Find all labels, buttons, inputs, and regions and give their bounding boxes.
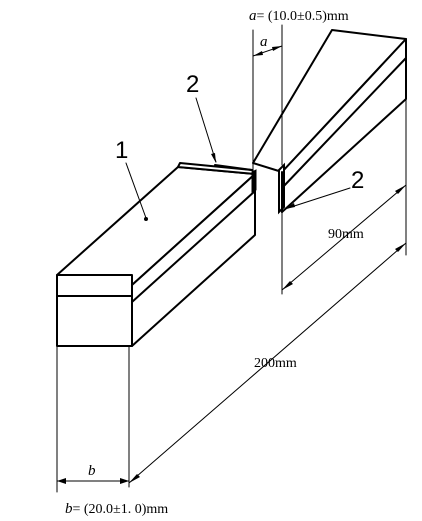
part-1-label: 1 <box>115 137 128 164</box>
a-symbol-label: a <box>260 34 268 50</box>
plate-strip-edge <box>214 164 253 171</box>
a-arrow-right <box>272 46 282 51</box>
part-2-right-arrow <box>285 203 295 209</box>
left-end-face <box>56 274 133 347</box>
notch-gap <box>177 162 285 235</box>
notch-slot-left <box>251 169 257 193</box>
callout-part-1: 1 <box>115 137 148 221</box>
d90-dimension-line <box>281 184 407 291</box>
right-side-layer-line <box>281 57 407 189</box>
d200-label: 200mm <box>254 356 297 371</box>
dimension-b: b b= (20.0±1. 0)mm <box>56 345 168 517</box>
part-2-right-label: 2 <box>351 167 364 194</box>
b-symbol-label: b <box>88 463 96 479</box>
part-2-top-arrow <box>211 153 216 163</box>
a-arrow-left <box>253 51 263 56</box>
left-side-layer-line <box>131 190 256 303</box>
d200-arrow-far <box>395 243 406 252</box>
part-2-right-leader <box>284 187 351 210</box>
a-formula-value: = (10.0±0.5)mm <box>257 9 349 24</box>
dimension-90: 90mm <box>281 98 407 295</box>
part-1-dot <box>144 217 148 221</box>
d200-dimension-line <box>128 242 407 484</box>
a-formula-var: a <box>249 8 257 24</box>
b-formula-var: b <box>65 501 73 517</box>
d90-arrow-near <box>282 281 293 290</box>
part-2-top-label: 2 <box>186 71 199 98</box>
callout-part-2-right: 2 <box>284 167 364 210</box>
d90-arrow-far <box>395 185 406 194</box>
part-1-leader <box>125 162 147 219</box>
part-2-top-leader <box>195 97 217 163</box>
b-arrow-right <box>120 478 129 484</box>
dimension-a: a a= (10.0±0.5)mm <box>249 8 349 171</box>
b-formula-value: = (20.0±1. 0)mm <box>73 502 169 517</box>
b-formula: b= (20.0±1. 0)mm <box>65 501 168 517</box>
a-formula: a= (10.0±0.5)mm <box>249 8 349 24</box>
dimension-200: 200mm <box>128 242 407 488</box>
d200-arrow-near <box>129 474 140 483</box>
callout-part-2-top: 2 <box>186 71 217 163</box>
b-arrow-left <box>57 478 66 484</box>
d90-label: 90mm <box>328 227 364 242</box>
